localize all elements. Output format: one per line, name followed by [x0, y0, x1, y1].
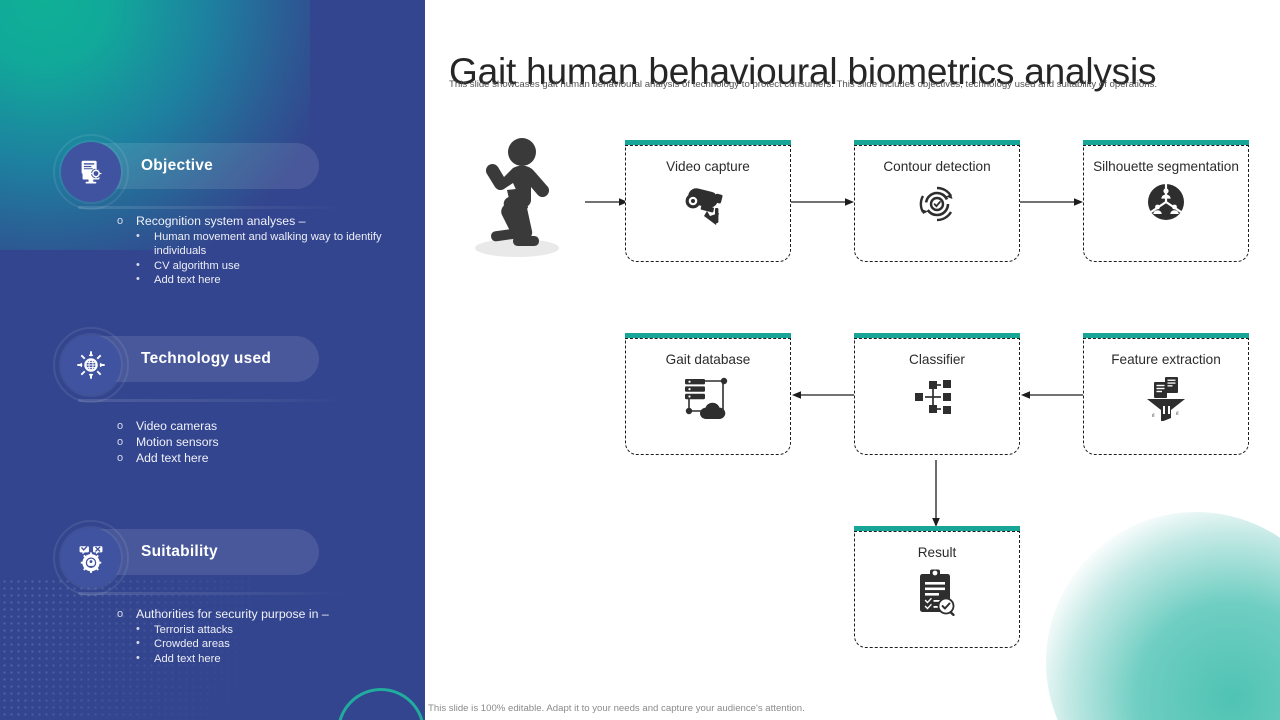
- list-item: Crowded areas: [0, 636, 425, 651]
- connector-contour-detection-to-silhouette-segmentation: [1020, 196, 1084, 208]
- pie-people-icon: [1144, 182, 1188, 222]
- clipboard-check-icon: [914, 568, 960, 616]
- flow-node-classifier[interactable]: Classifier: [854, 333, 1020, 455]
- flow-diagram: Video capture: [425, 0, 1280, 720]
- node-accent-bar: [625, 333, 791, 340]
- list-item: Human movement and walking way to identi…: [0, 229, 425, 259]
- page-subtitle: This slide showcases gait human behaviou…: [449, 79, 1158, 90]
- list-item: Motion sensors: [0, 434, 425, 450]
- page-title: Gait human behavioural biometrics analys…: [449, 50, 1157, 92]
- pill-halo: [53, 327, 129, 403]
- walking-person-icon: [460, 130, 580, 260]
- gear-network-icon: [61, 335, 121, 395]
- list-item: Add text here: [0, 651, 425, 666]
- flow-node-feature-extraction[interactable]: Feature extraction: [1083, 333, 1249, 455]
- sidebar-item-label: Suitability: [141, 543, 218, 560]
- sidebar-bullets-objective: Recognition system analyses – Human move…: [0, 213, 425, 287]
- node-label: Contour detection: [883, 159, 991, 174]
- data-funnel-icon: ıl ıl: [1143, 375, 1189, 421]
- list-item: Video cameras: [0, 418, 425, 434]
- connector-feature-extraction-to-classifier: [1020, 389, 1084, 401]
- sidebar-bullets-technology-used: Video cameras Motion sensors Add text he…: [0, 418, 425, 467]
- node-label: Result: [917, 545, 957, 560]
- node-body[interactable]: Classifier: [854, 338, 1020, 455]
- connector-classifier-to-gait-database: [791, 389, 855, 401]
- sidebar-bullets-suitability: Authorities for security purpose in – Te…: [0, 606, 425, 666]
- pill-halo: [53, 134, 129, 210]
- node-accent-bar: [854, 140, 1020, 147]
- node-label: Video capture: [666, 159, 750, 174]
- node-body[interactable]: Contour detection: [854, 145, 1020, 262]
- flow-node-result[interactable]: Result: [854, 526, 1020, 648]
- connector-video-capture-to-contour-detection: [791, 196, 855, 208]
- node-body[interactable]: Feature extraction: [1083, 338, 1249, 455]
- list-item: CV algorithm use: [0, 258, 425, 273]
- settings-check-icon: [61, 528, 121, 588]
- list-item: Recognition system analyses –: [0, 213, 425, 229]
- list-item: Terrorist attacks: [0, 622, 425, 637]
- teal-ring-decoration: [337, 688, 425, 720]
- flow-node-gait-database[interactable]: Gait database: [625, 333, 791, 455]
- footer-note: This slide is 100% editable. Adapt it to…: [428, 703, 805, 714]
- main-content: Gait human behavioural biometrics analys…: [425, 0, 1280, 720]
- connector-walker-to-video-capture: [585, 196, 629, 208]
- section-divider: [78, 206, 346, 209]
- contour-target-icon: [912, 182, 962, 226]
- pill-halo: [53, 520, 129, 596]
- node-body[interactable]: Silhouette segmentation: [1083, 145, 1249, 262]
- node-accent-bar: [1083, 140, 1249, 147]
- sidebar: Objective: [0, 0, 425, 720]
- decision-tree-icon: [913, 375, 961, 419]
- monitor-report-icon: [61, 142, 121, 202]
- cctv-camera-icon: [682, 182, 734, 228]
- sidebar-item-label: Objective: [141, 157, 214, 174]
- node-label: Classifier: [909, 352, 965, 367]
- section-divider: [78, 592, 346, 595]
- node-label: Gait database: [665, 352, 751, 367]
- svg-text:ıl: ıl: [1176, 411, 1179, 417]
- sidebar-item-label: Technology used: [141, 350, 272, 367]
- node-accent-bar: [625, 140, 791, 147]
- node-accent-bar: [854, 526, 1020, 533]
- list-item: Authorities for security purpose in –: [0, 606, 425, 622]
- node-accent-bar: [854, 333, 1020, 340]
- flow-node-contour-detection[interactable]: Contour detection: [854, 140, 1020, 262]
- node-label: Silhouette segmentation: [1093, 159, 1239, 174]
- server-cloud-icon: [680, 375, 736, 421]
- node-body[interactable]: Video capture: [625, 145, 791, 262]
- svg-text:ıl: ıl: [1152, 413, 1155, 419]
- flow-node-silhouette-segmentation[interactable]: Silhouette segmentation: [1083, 140, 1249, 262]
- node-body[interactable]: Gait database: [625, 338, 791, 455]
- node-body[interactable]: Result: [854, 531, 1020, 648]
- flow-node-video-capture[interactable]: Video capture: [625, 140, 791, 262]
- connector-classifier-to-result: [930, 460, 942, 528]
- list-item: Add text here: [0, 272, 425, 287]
- node-accent-bar: [1083, 333, 1249, 340]
- node-label: Feature extraction: [1111, 352, 1221, 367]
- list-item: Add text here: [0, 450, 425, 466]
- section-divider: [78, 399, 346, 402]
